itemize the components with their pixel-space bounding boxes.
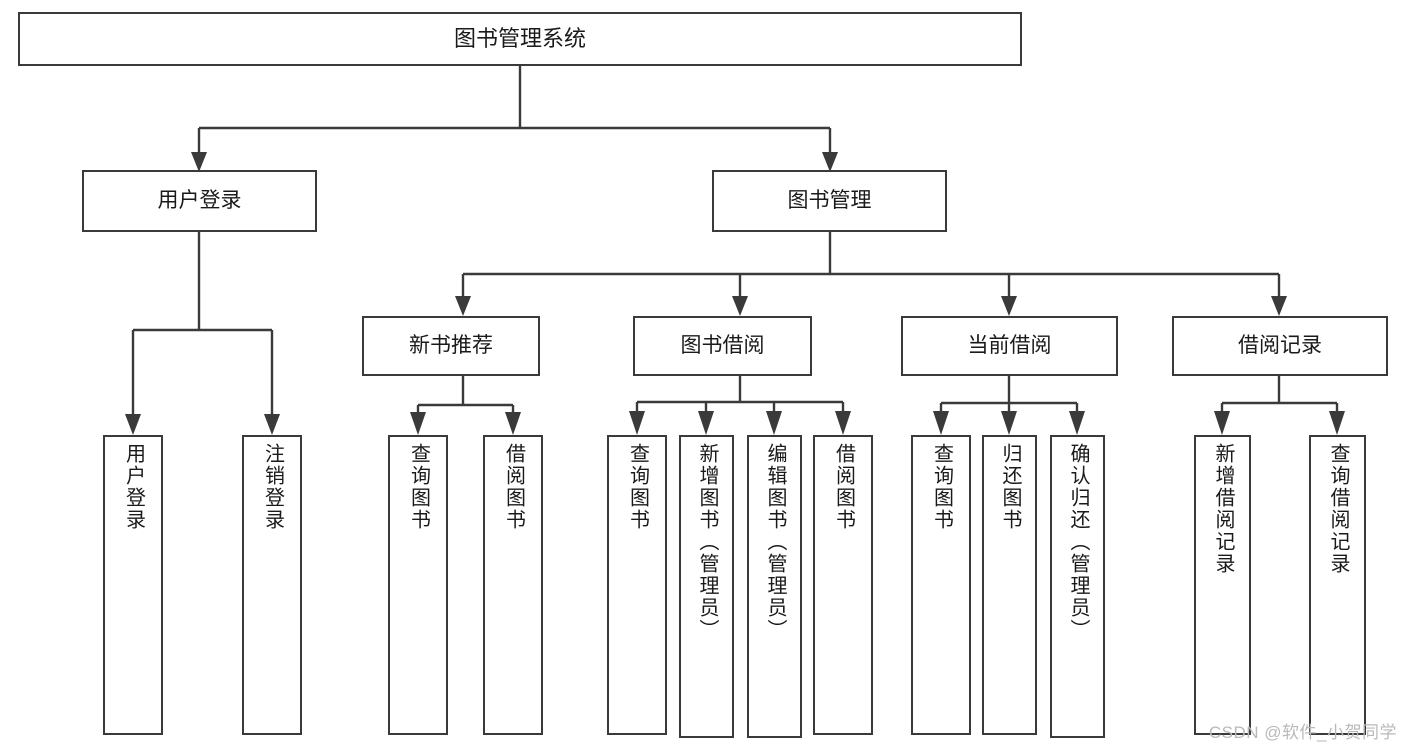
leaf-book-borrow-add-label: 新增图书（管理员） — [696, 443, 718, 641]
leaf-user-login-login[interactable]: 用户登录 — [103, 435, 163, 735]
leaf-user-login-logout[interactable]: 注销登录 — [242, 435, 302, 735]
leaf-new-book-borrow[interactable]: 借阅图书 — [483, 435, 543, 735]
node-root-system[interactable]: 图书管理系统 — [18, 12, 1022, 66]
leaf-borrow-record-query[interactable]: 查询借阅记录 — [1309, 435, 1366, 735]
leaf-book-borrow-edit-label: 编辑图书（管理员） — [764, 443, 786, 641]
leaf-new-book-borrow-label: 借阅图书 — [502, 443, 525, 531]
leaf-book-borrow-query-label: 查询图书 — [626, 443, 649, 531]
csdn-watermark: CSDN @软件_小贺同学 — [1208, 723, 1397, 742]
node-book-borrow[interactable]: 图书借阅 — [633, 316, 812, 376]
leaf-book-borrow-borrow[interactable]: 借阅图书 — [813, 435, 873, 735]
leaf-new-book-query[interactable]: 查询图书 — [388, 435, 448, 735]
leaf-current-borrow-return-label: 归还图书 — [999, 443, 1021, 531]
leaf-borrow-record-add[interactable]: 新增借阅记录 — [1194, 435, 1251, 735]
leaf-current-borrow-confirm-return[interactable]: 确认归还（管理员） — [1050, 435, 1105, 738]
node-borrow-record[interactable]: 借阅记录 — [1172, 316, 1388, 376]
leaf-borrow-record-add-label: 新增借阅记录 — [1212, 443, 1234, 575]
leaf-book-borrow-query[interactable]: 查询图书 — [607, 435, 667, 735]
node-book-management[interactable]: 图书管理 — [712, 170, 947, 232]
node-book-management-label: 图书管理 — [787, 188, 872, 212]
leaf-current-borrow-return[interactable]: 归还图书 — [982, 435, 1037, 735]
node-current-borrow[interactable]: 当前借阅 — [901, 316, 1118, 376]
node-new-book-recommend-label: 新书推荐 — [409, 333, 493, 357]
leaf-current-borrow-confirm-return-label: 确认归还（管理员） — [1067, 443, 1089, 641]
leaf-user-login-logout-label: 注销登录 — [261, 443, 284, 531]
node-new-book-recommend[interactable]: 新书推荐 — [362, 316, 540, 376]
leaf-new-book-query-label: 查询图书 — [407, 443, 430, 531]
node-borrow-record-label: 借阅记录 — [1238, 333, 1322, 357]
leaf-book-borrow-borrow-label: 借阅图书 — [832, 443, 855, 531]
leaf-book-borrow-edit[interactable]: 编辑图书（管理员） — [747, 435, 802, 738]
leaf-book-borrow-add[interactable]: 新增图书（管理员） — [679, 435, 734, 738]
leaf-user-login-login-label: 用户登录 — [122, 443, 145, 531]
node-root-label: 图书管理系统 — [453, 26, 586, 52]
node-user-login-label: 用户登录 — [157, 188, 242, 212]
node-current-borrow-label: 当前借阅 — [967, 333, 1052, 357]
node-book-borrow-label: 图书借阅 — [680, 333, 765, 357]
leaf-current-borrow-query[interactable]: 查询图书 — [911, 435, 971, 735]
leaf-borrow-record-query-label: 查询借阅记录 — [1327, 443, 1349, 575]
leaf-current-borrow-query-label: 查询图书 — [930, 443, 953, 531]
node-user-login[interactable]: 用户登录 — [82, 170, 317, 232]
